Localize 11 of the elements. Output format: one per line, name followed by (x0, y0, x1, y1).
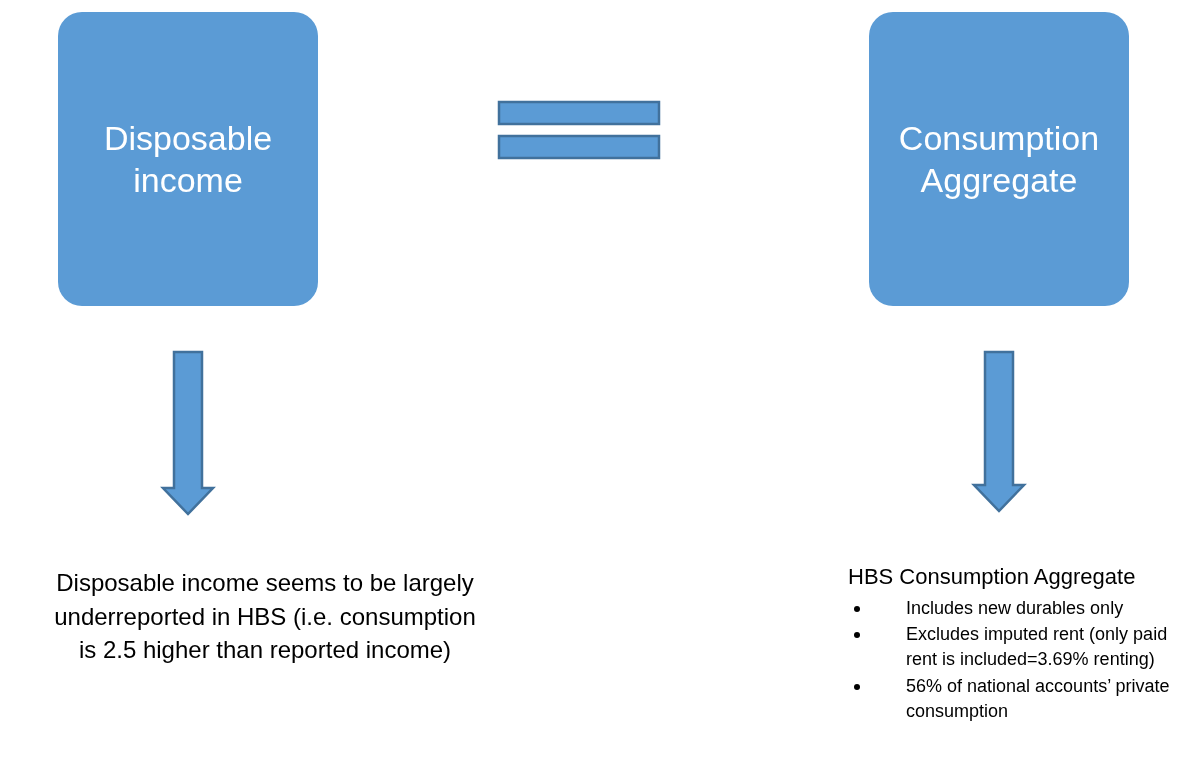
process-box (869, 12, 1129, 306)
note-text: Disposable income seems to be largely underreported in HBS (i.e. consumption is 2.5 higher than reported income) (45, 566, 485, 667)
box-label: Consumption Aggregate (897, 117, 1101, 201)
block-arrow (160, 350, 216, 516)
process-box (58, 12, 318, 306)
box-label: Disposable income (102, 117, 274, 201)
bullet-text: 56% of national accounts’ private consumption (906, 676, 1170, 721)
block-arrow (971, 350, 1027, 513)
list-heading: HBS Consumption Aggregate (848, 563, 1137, 591)
bullet-text: Includes new durables only (906, 597, 1124, 618)
bullet-text: Excludes imputed rent (only paid rent is included=3.69% renting) (906, 624, 1168, 670)
